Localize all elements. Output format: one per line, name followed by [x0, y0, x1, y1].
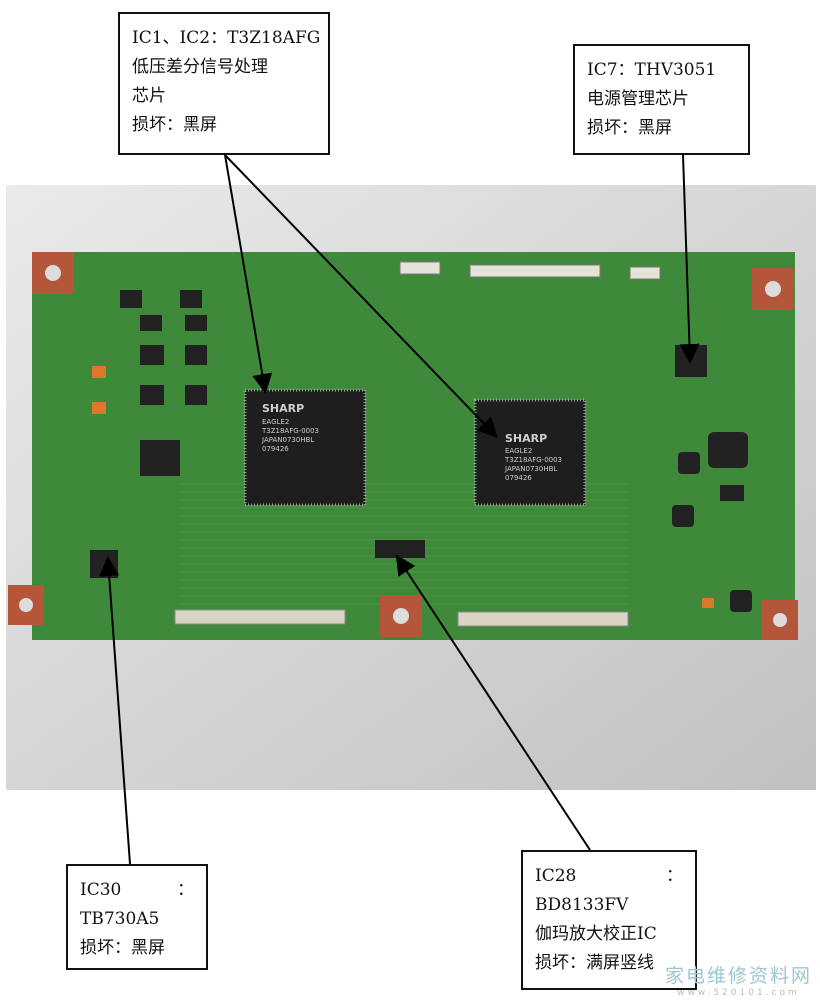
callout-text: 损坏：黑屏 — [587, 118, 672, 138]
callout-text: ： — [177, 880, 194, 900]
callout-text: 电源管理芯片 — [587, 89, 689, 109]
callout-text: IC1、IC2：T3Z18AFG — [132, 28, 321, 48]
chip-line: JAPAN0730HBL — [504, 465, 557, 473]
chip-line: 079426 — [505, 474, 532, 482]
callout-ic30: IC30 ： TB730A5 损坏：黑屏 — [66, 864, 208, 970]
callout-ic1-ic2: IC1、IC2：T3Z18AFG 低压差分信号处理 芯片 损坏：黑屏 — [118, 12, 330, 155]
watermark-title: 家电维修资料网 — [664, 965, 812, 987]
chip-line: EAGLE2 — [262, 418, 289, 426]
callout-ic7: IC7：THV3051 电源管理芯片 损坏：黑屏 — [573, 44, 750, 155]
callout-text: TB730A5 — [80, 909, 160, 929]
callout-arrows — [99, 154, 700, 865]
chip-line: T3Z18AFG-0003 — [504, 456, 562, 464]
callout-text: BD8133FV — [535, 895, 629, 915]
chip-line: JAPAN0730HBL — [261, 436, 314, 444]
mounting-pads — [8, 252, 798, 640]
callout-text: IC28 — [535, 866, 577, 886]
callout-text: IC30 — [80, 880, 122, 900]
chip-line: 079426 — [262, 445, 289, 453]
chip-brand: SHARP — [505, 432, 547, 445]
chip-line: T3Z18AFG-0003 — [261, 427, 319, 435]
callout-text: 芯片 — [132, 86, 166, 106]
callout-text: 伽玛放大校正IC — [535, 924, 657, 944]
watermark-url: www.520101.com — [677, 988, 800, 998]
callout-text: ： — [666, 866, 683, 886]
watermark: 家电维修资料网 www.520101.com — [665, 961, 812, 998]
ic2-chip: SHARP EAGLE2 T3Z18AFG-0003 JAPAN0730HBL … — [473, 398, 587, 507]
chip-brand: SHARP — [262, 402, 304, 415]
callout-text: 损坏：满屏竖线 — [535, 953, 654, 973]
callout-text: IC7：THV3051 — [587, 60, 717, 80]
ic1-chip: SHARP EAGLE2 T3Z18AFG-0003 JAPAN0730HBL … — [243, 388, 367, 507]
callout-text: 低压差分信号处理 — [132, 57, 268, 77]
callout-text: 损坏：黑屏 — [132, 115, 217, 135]
chip-line: EAGLE2 — [505, 447, 532, 455]
callout-text: 损坏：黑屏 — [80, 938, 165, 958]
callout-ic28: IC28 ： BD8133FV 伽玛放大校正IC 损坏：满屏竖线 — [521, 850, 697, 990]
